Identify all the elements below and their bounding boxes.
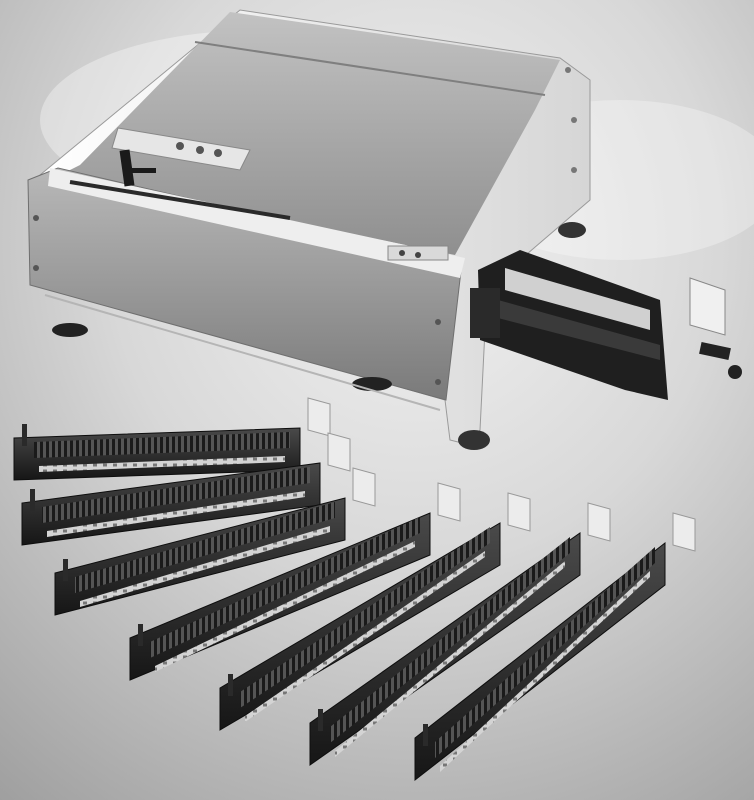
die-end-bracket bbox=[352, 467, 376, 507]
die-set bbox=[13, 397, 331, 481]
machine-foot bbox=[558, 222, 586, 238]
die-guide-post bbox=[318, 709, 323, 731]
die-set bbox=[219, 492, 531, 731]
machine-foot bbox=[52, 323, 88, 337]
binding-machine bbox=[27, 9, 742, 450]
die-set bbox=[54, 467, 376, 616]
die-end-bracket bbox=[507, 492, 531, 532]
die-set bbox=[129, 482, 461, 681]
die-end-bracket bbox=[307, 397, 331, 437]
die-set bbox=[21, 432, 351, 546]
die-end-bracket bbox=[587, 502, 611, 542]
die-guide-post bbox=[22, 424, 27, 446]
machine-foot bbox=[352, 377, 392, 391]
machine-foot bbox=[458, 430, 490, 450]
die-handle bbox=[689, 277, 726, 336]
die-end-bracket bbox=[327, 432, 351, 472]
die-guide-post bbox=[30, 489, 35, 511]
machine-top bbox=[60, 12, 560, 255]
paper-slot bbox=[69, 180, 291, 220]
die-guide-post bbox=[228, 674, 233, 696]
die-guide-post bbox=[63, 559, 68, 581]
die-set bbox=[414, 512, 696, 782]
die-end-bracket bbox=[437, 482, 461, 522]
die-guide-post bbox=[423, 724, 428, 746]
die-end-bracket bbox=[672, 512, 696, 552]
paper-guide-lever bbox=[119, 149, 156, 187]
inserted-die-set bbox=[470, 250, 742, 400]
die-guide-post bbox=[138, 624, 143, 646]
die-set bbox=[309, 502, 611, 766]
